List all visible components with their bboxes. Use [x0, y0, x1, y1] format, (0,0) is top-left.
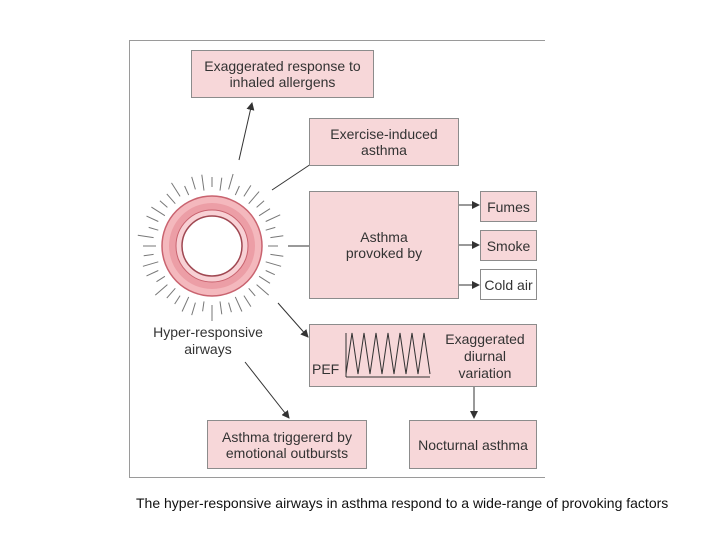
frame-left-line — [129, 40, 130, 478]
airway-ray — [146, 215, 159, 222]
cold-air-box: Cold air — [480, 269, 537, 300]
airway-ray — [258, 275, 271, 284]
airway-ray — [248, 287, 256, 297]
airway-ray — [243, 185, 252, 197]
airway-ray — [219, 177, 223, 191]
airway-lumen — [181, 215, 243, 277]
airway-ray — [166, 193, 176, 205]
airway-ray — [243, 295, 252, 307]
arrow-to-emotional — [244, 361, 290, 419]
airway-ray — [143, 253, 154, 257]
airway-ray — [191, 176, 196, 190]
smoke-text: Smoke — [486, 237, 531, 254]
airway-ray — [142, 261, 159, 267]
nocturnal-asthma-text: Nocturnal asthma — [418, 436, 528, 453]
smoke-box: Smoke — [480, 230, 537, 261]
airway-ray — [270, 253, 284, 257]
airway-ray — [265, 261, 282, 267]
figure-caption: The hyper-responsive airways in asthma r… — [136, 495, 669, 511]
exercise-induced-text: Exercise-induced asthma — [330, 126, 438, 158]
airway-ray — [184, 185, 190, 196]
airway-ray — [265, 214, 281, 222]
airway-ray — [219, 301, 223, 315]
airway-ray — [148, 226, 159, 231]
airway-ray — [234, 185, 240, 196]
airway-rays — [137, 173, 284, 321]
airway-ray — [154, 284, 168, 296]
fumes-text: Fumes — [487, 198, 530, 215]
nocturnal-asthma-box: Nocturnal asthma — [409, 420, 537, 469]
airway-ray — [191, 302, 196, 316]
frame-top-line — [129, 40, 545, 41]
airway-ray — [256, 200, 265, 208]
emotional-outbursts-text: Asthma triggererd by emotional outbursts — [222, 428, 352, 461]
provoked-by-text: Asthma provoked by — [345, 229, 423, 261]
frame-bottom-line — [129, 477, 545, 478]
airway-label: Hyper-responsive airways — [153, 324, 263, 357]
exaggerated-response-text: Exaggerated response to inhaled allergen… — [204, 58, 361, 90]
pef-waveform — [345, 332, 431, 375]
airway-ray — [181, 296, 190, 312]
arrow-to-allergens — [238, 102, 255, 161]
diurnal-variation-box — [309, 324, 537, 387]
airway-ray — [146, 270, 159, 277]
airway-ray — [258, 208, 271, 217]
airway-ray — [265, 270, 276, 276]
airway-ray — [166, 287, 176, 299]
airway-ray — [228, 302, 232, 313]
fumes-box: Fumes — [480, 191, 537, 222]
airway-ray — [234, 296, 243, 312]
airway-ray — [137, 234, 154, 239]
airway-ray — [201, 174, 205, 191]
airway-ray — [248, 191, 260, 205]
diurnal-variation-text: Exaggerated diurnal variation — [445, 331, 525, 381]
airway-ray — [156, 275, 166, 283]
provoked-by-box: Asthma provoked by — [309, 191, 459, 299]
airway-ray — [174, 295, 181, 305]
airway-ray — [265, 226, 276, 231]
cold-air-text: Cold air — [484, 276, 533, 293]
airway-ray — [202, 301, 205, 312]
exaggerated-response-box: Exaggerated response to inhaled allergen… — [191, 50, 374, 98]
airway-ray — [270, 235, 284, 239]
arrow-to-diurnal — [277, 302, 309, 338]
airway-ray — [159, 200, 168, 208]
emotional-outbursts-box: Asthma triggererd by emotional outbursts — [207, 420, 367, 469]
exercise-induced-box: Exercise-induced asthma — [309, 118, 459, 166]
airway-ray — [151, 206, 166, 217]
airway-ray — [171, 182, 181, 197]
airway-ray — [228, 173, 234, 190]
airway-ray — [256, 284, 270, 296]
pef-label: PEF — [312, 361, 340, 377]
